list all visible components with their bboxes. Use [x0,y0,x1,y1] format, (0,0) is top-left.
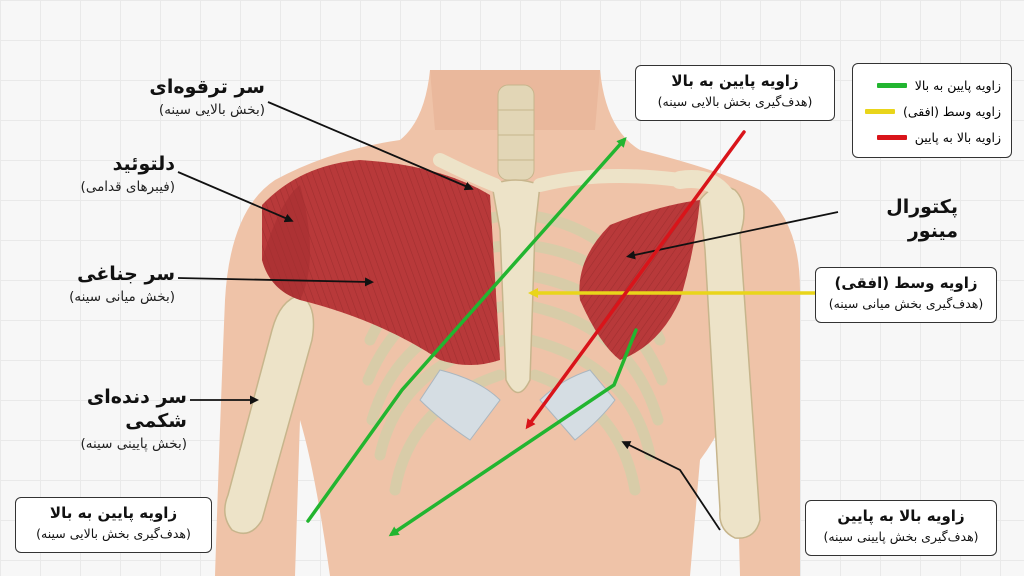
box-high-to-low: زاویه بالا به پایین (هدف‌گیری بخش پایینی… [805,500,997,556]
label-clavicular-title: سر ترقوه‌ای [149,76,265,98]
pectoralis-minor [579,200,700,360]
label-deltoid-sub: (فیبرهای قدامی) [80,179,175,195]
box-bottom-low-to-high-title: زاویه پایین به بالا [49,504,178,522]
label-clavicular-head: سر ترقوه‌ای (بخش بالایی سینه) [130,75,265,121]
legend-label: زاویه وسط (افقی) [903,103,1001,119]
box-bottom-low-to-high-sub: (هدف‌گیری بخش بالایی سینه) [36,526,191,541]
legend-swatch-yellow [865,108,895,114]
legend-label: زاویه بالا به پایین [914,129,1001,145]
legend-swatch-red [876,134,907,140]
label-sternal-head: سر جناغی (بخش میانی سینه) [20,262,175,308]
spine-and-sternum [433,84,734,394]
label-deltoid-title: دلتوئید [112,153,175,175]
box-middle-horizontal: زاویه وسط (افقی) (هدف‌گیری بخش میانی سین… [815,267,997,323]
legend-item: زاویه پایین به بالا [863,72,1001,98]
box-top-low-to-high-title: زاویه پایین به بالا [671,72,799,90]
legend-item: زاویه وسط (افقی) [863,98,1001,124]
box-middle-sub: (هدف‌گیری بخش میانی سینه) [828,296,984,311]
label-abdominal-sub: (بخش پایینی سینه) [80,436,187,452]
box-high-to-low-sub: (هدف‌گیری بخش پایینی سینه) [823,529,979,544]
leader-lines [177,101,839,531]
pectoralis-major [262,160,500,365]
label-sternal-sub: (بخش میانی سینه) [69,289,175,305]
legend: زاویه پایین به بالا زاویه وسط (افقی) زاو… [852,63,1012,158]
legend-swatch-green [876,82,907,88]
label-deltoid: دلتوئید (فیبرهای قدامی) [40,152,175,198]
legend-item: زاویه بالا به پایین [863,124,1001,150]
label-pectoralis-minor: پکتورال مینور [840,195,958,243]
label-pec-minor-title: پکتورال مینور [886,196,958,242]
label-sternal-title: سر جناغی [77,263,175,285]
box-high-to-low-title: زاویه بالا به پایین [837,507,965,525]
box-top-low-to-high-sub: (هدف‌گیری بخش بالایی سینه) [657,94,813,109]
box-top-low-to-high: زاویه پایین به بالا (هدف‌گیری بخش بالایی… [635,65,835,121]
box-middle-title: زاویه وسط (افقی) [834,274,978,292]
label-clavicular-sub: (بخش بالایی سینه) [158,102,265,118]
costal-cartilage [419,369,616,441]
legend-label: زاویه پایین به بالا [914,77,1001,93]
label-abdominal-head: سر دنده‌ای شکمی (بخش پایینی سینه) [20,385,187,455]
box-bottom-low-to-high: زاویه پایین به بالا (هدف‌گیری بخش بالایی… [15,497,212,553]
angle-arrows [306,130,817,537]
label-abdominal-title: سر دنده‌ای شکمی [86,386,187,432]
